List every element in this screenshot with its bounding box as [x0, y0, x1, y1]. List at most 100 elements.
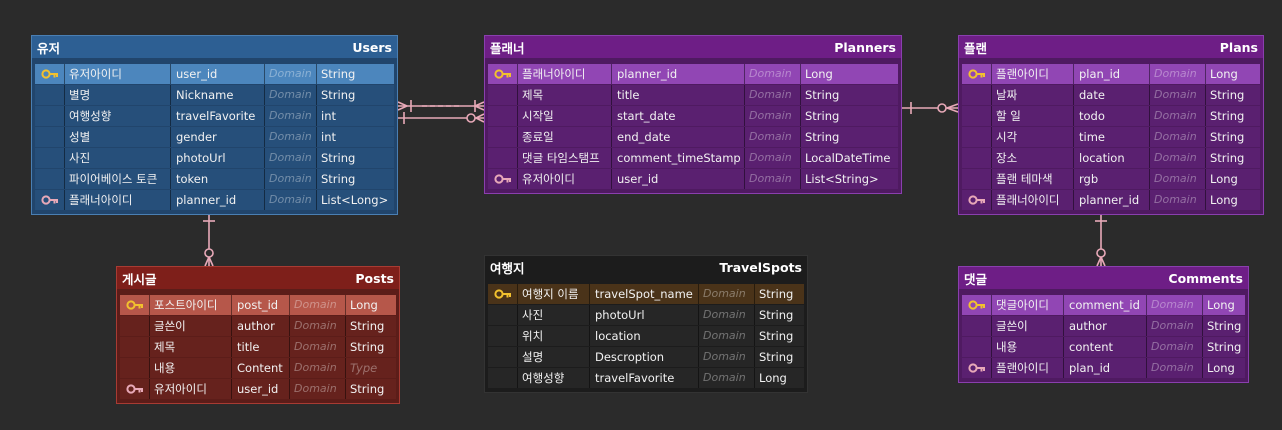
column-domain: Domain	[1150, 190, 1206, 210]
relation-users-planners-lower	[398, 112, 485, 124]
column-icon-slot	[488, 305, 518, 325]
column-logical-name: 글쓴이	[150, 316, 232, 336]
column-logical-name: 유저아이디	[65, 64, 171, 84]
column-icon-slot	[962, 316, 992, 336]
column-icon-slot	[35, 169, 65, 189]
column-physical-name: content	[1064, 337, 1147, 357]
entity-physical-name: Plans	[1219, 39, 1258, 55]
column-physical-name: Descroption	[590, 347, 699, 367]
primary-key-icon	[120, 295, 150, 315]
column-icon-slot	[962, 148, 992, 168]
column-logical-name: 설명	[518, 347, 590, 367]
column-icon-slot	[962, 169, 992, 189]
column-domain: Domain	[265, 190, 317, 210]
column-domain: Domain	[745, 85, 801, 105]
column-domain: Domain	[1147, 295, 1203, 315]
entity-logical-name: 게시글	[122, 271, 157, 287]
column-logical-name: 사진	[65, 148, 171, 168]
column-data-type: Long	[1207, 298, 1235, 312]
column-domain: Domain	[699, 347, 755, 367]
column-physical-name: location	[1074, 148, 1150, 168]
column-icon-slot	[120, 358, 150, 378]
column-logical-name: 플래너아이디	[518, 64, 612, 84]
foreign-key-icon	[120, 379, 150, 399]
column-icon-slot	[488, 368, 518, 388]
column-domain: Domain	[699, 326, 755, 346]
column-domain: Domain	[1150, 106, 1206, 126]
column-icon-slot	[488, 85, 518, 105]
column-icon-slot	[35, 106, 65, 126]
column-logical-name: 내용	[992, 337, 1064, 357]
column-logical-name: 사진	[518, 305, 590, 325]
column-physical-name: plan_id	[1064, 358, 1147, 378]
column-logical-name: 댓글 타임스탬프	[518, 148, 612, 168]
column-data-type: LocalDateTime	[805, 151, 891, 165]
column-icon-slot	[962, 127, 992, 147]
column-domain: Domain	[745, 106, 801, 126]
column-data-type: Long	[805, 67, 833, 81]
column-data-type: String	[350, 382, 385, 396]
column-icon-slot	[962, 85, 992, 105]
column-data-type: String	[321, 172, 356, 186]
column-physical-name: todo	[1074, 106, 1150, 126]
entity-logical-name: 댓글	[964, 271, 988, 287]
foreign-key-icon	[962, 190, 992, 210]
column-logical-name: 별명	[65, 85, 171, 105]
column-data-type: String	[805, 130, 840, 144]
primary-key-icon	[488, 64, 518, 84]
column-icon-slot	[120, 316, 150, 336]
column-domain: Domain	[1150, 148, 1206, 168]
column-data-type: String	[1210, 130, 1245, 144]
column-logical-name: 플랜아이디	[992, 64, 1074, 84]
column-physical-name: Nickname	[171, 85, 265, 105]
entity-physical-name: Posts	[355, 270, 394, 286]
column-physical-name: comment_timeStamp	[612, 148, 745, 168]
foreign-key-icon	[488, 169, 518, 189]
column-physical-name: photoUrl	[171, 148, 265, 168]
column-icon-slot	[120, 337, 150, 357]
